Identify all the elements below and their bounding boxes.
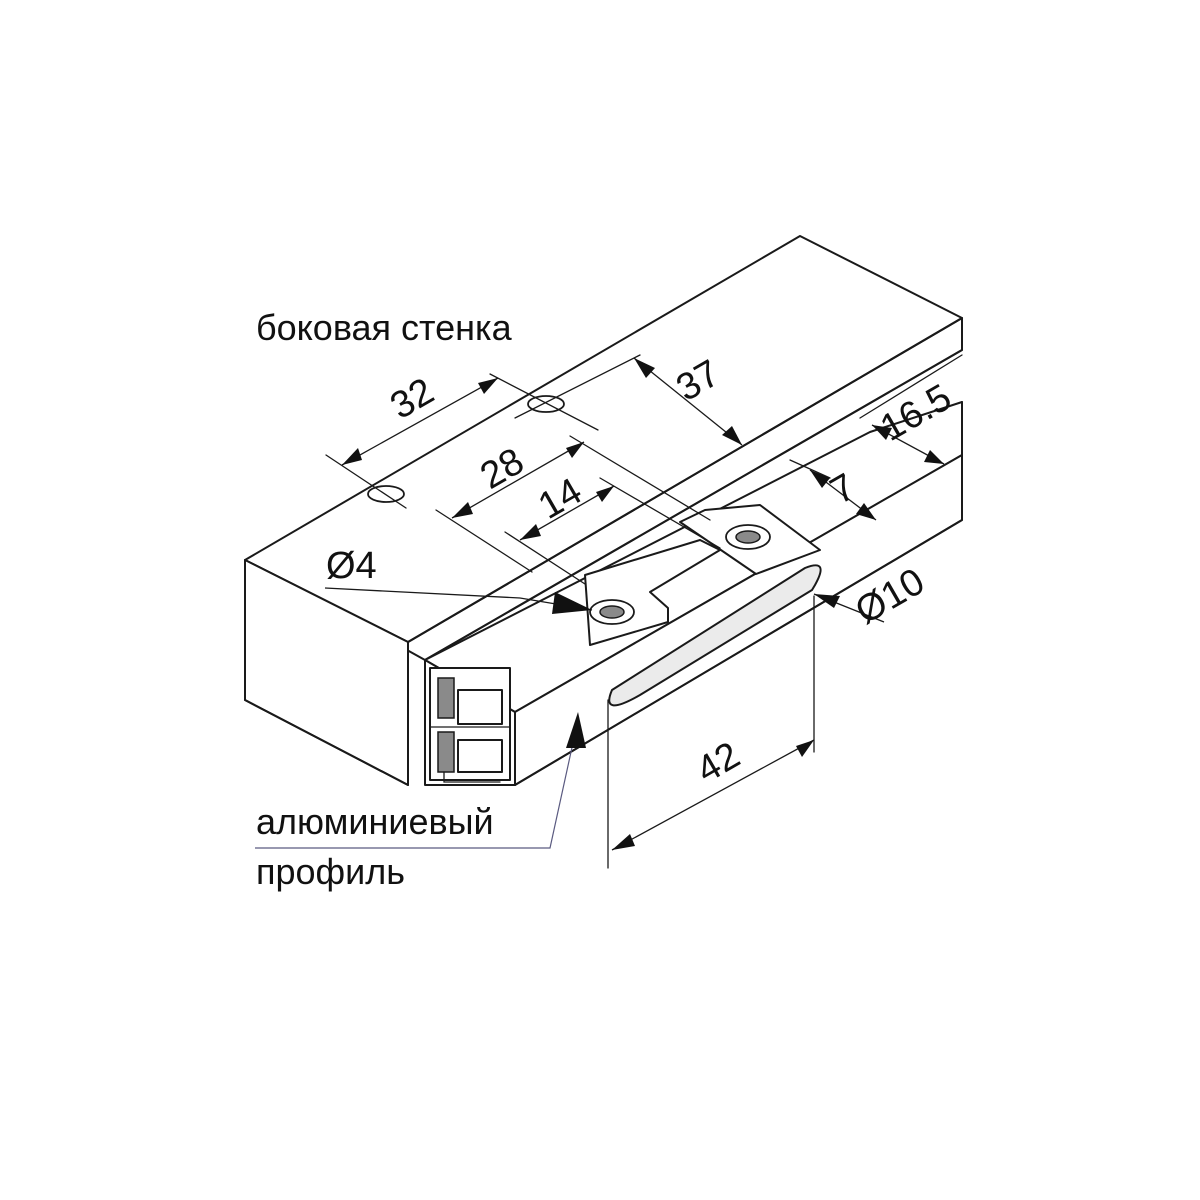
arrow-32-a <box>342 448 362 465</box>
arrow-16-5-b <box>924 450 944 464</box>
side-wall-board <box>244 235 963 786</box>
profile-bottom-edge <box>514 519 963 786</box>
arrow-37-a <box>634 358 655 378</box>
section-lip <box>443 771 501 783</box>
arrow-42-b <box>796 740 814 757</box>
section-lower-box <box>457 739 503 773</box>
arrow-hole10 <box>814 594 840 608</box>
arrow-32-b <box>478 378 498 394</box>
side-wall-label: боковая стенка <box>256 307 513 348</box>
arrow-14-a <box>520 524 541 540</box>
arrow-28-b <box>566 442 584 458</box>
board-front-bottom-edge <box>244 699 409 786</box>
arrow-16-5-a <box>872 425 892 440</box>
rear-hole-inner <box>735 530 761 544</box>
profile-label-line1: алюминиевый <box>256 801 494 842</box>
arrow-14-b <box>596 486 614 502</box>
mounting-brackets <box>584 504 821 646</box>
section-upper-chamber <box>437 677 455 719</box>
board-top-back-edge <box>407 317 963 643</box>
section-upper-box <box>457 689 503 725</box>
groove-line-1 <box>424 349 963 661</box>
arrow-37-b <box>722 426 742 445</box>
arrow-42-a <box>612 834 635 850</box>
front-hole-inner <box>599 605 625 619</box>
section-lower-chamber <box>437 731 455 773</box>
arrow-hole4 <box>552 592 592 614</box>
arrow-profile <box>566 712 586 748</box>
dim-hole4: Ø4 <box>326 545 377 587</box>
dim-42: 42 <box>690 734 748 792</box>
dimension-lines <box>255 354 963 869</box>
dim-32: 32 <box>384 370 442 428</box>
profile-side-slot <box>608 564 822 707</box>
arrow-7-b <box>856 503 876 520</box>
profile-label-line2: профиль <box>256 851 405 892</box>
arrow-28-a <box>452 502 473 518</box>
arrow-7-a <box>810 470 830 488</box>
